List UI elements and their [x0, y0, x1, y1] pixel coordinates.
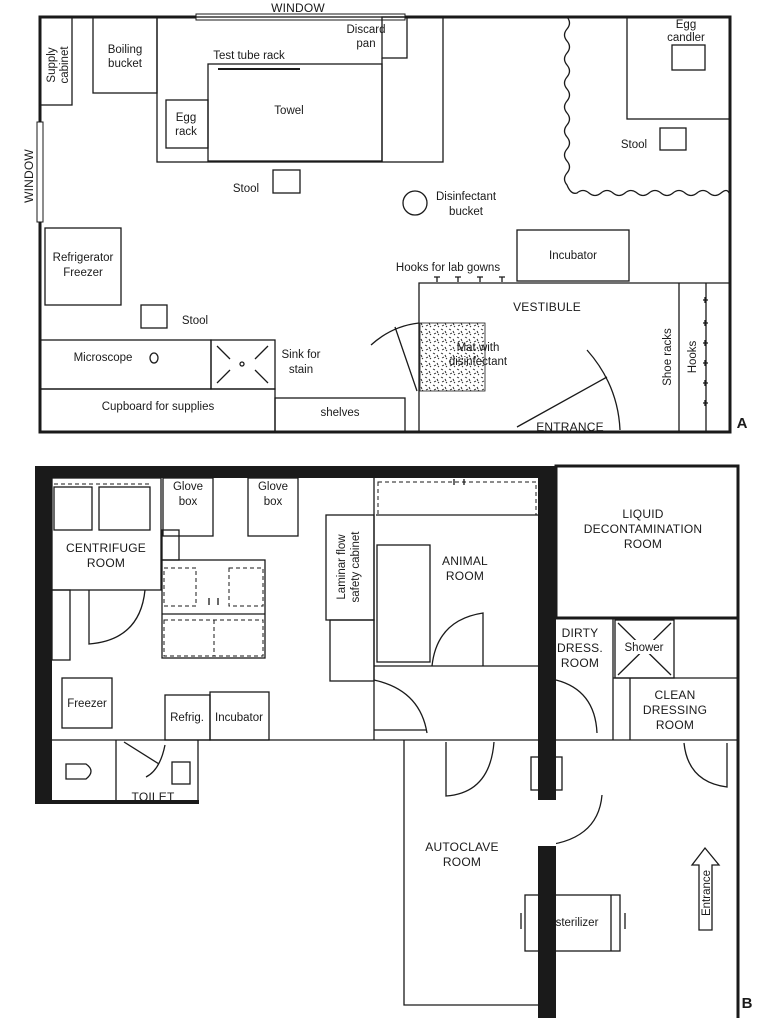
- sterilizer-label: sterilizer: [556, 917, 599, 929]
- vestibule-label: VESTIBULE: [513, 300, 581, 314]
- pass-through-hatch[interactable]: [530, 756, 563, 791]
- shelves-label: shelves: [321, 407, 360, 419]
- lab-bench-island: [161, 559, 266, 659]
- work-bench: [156, 16, 444, 163]
- refrigerator-freezer: [44, 227, 122, 306]
- window-left-label: WINDOW: [22, 149, 36, 203]
- wash-basin: [171, 761, 191, 785]
- sink: [210, 339, 276, 390]
- animal-room: [373, 478, 538, 740]
- glove-box: [247, 477, 299, 537]
- incubator: [209, 691, 270, 741]
- autoclave-room-door[interactable]: [445, 741, 495, 797]
- glove-box: [162, 477, 214, 537]
- centrifuge-room-door[interactable]: [88, 589, 146, 645]
- sterilizer: [520, 894, 626, 952]
- hooks-label: Hooks: [687, 340, 699, 373]
- centrifuge: [53, 486, 93, 531]
- stool-label: Stool: [182, 315, 208, 327]
- shower: [614, 619, 675, 679]
- stool: [659, 127, 687, 151]
- incubator-label: Incubator: [549, 250, 597, 262]
- incubator-label: Incubator: [215, 712, 263, 724]
- gown-hooks: [434, 276, 505, 282]
- vestibule-inner-door[interactable]: [370, 322, 420, 392]
- corridor-door[interactable]: [373, 679, 428, 734]
- test-tube-rack-label: Test tube rack: [213, 50, 285, 62]
- stool: [272, 169, 301, 194]
- clean-dressing-door[interactable]: [683, 742, 728, 788]
- stool-label: Stool: [621, 139, 647, 151]
- plan-a-label: A: [737, 415, 748, 432]
- curtain-wall: [563, 16, 730, 197]
- egg-candler-area: [626, 16, 731, 120]
- microscope: [149, 352, 159, 364]
- liquid-decontamination-room: [554, 464, 740, 620]
- stool: [140, 304, 168, 329]
- microscope-label: Microscope: [74, 352, 133, 364]
- stool-label: Stool: [233, 183, 259, 195]
- cabinet: [51, 589, 71, 661]
- freezer-label: Freezer: [67, 698, 107, 710]
- left-window: [36, 121, 44, 223]
- cupboard-label: Cupboard for supplies: [102, 401, 215, 413]
- central-wall: [538, 466, 556, 1018]
- shoe-racks-label: Shoe racks: [662, 328, 674, 386]
- disinfectant-bucket: [402, 190, 428, 216]
- left-wall: [35, 466, 52, 803]
- animal-cage-rack: [376, 544, 431, 663]
- shelves: [274, 397, 406, 433]
- disinfectant-mat: [419, 322, 486, 392]
- towel-label: Towel: [274, 105, 303, 117]
- toilet-label: TOILET: [132, 790, 175, 804]
- supply-cabinet-label: Supplycabinet: [46, 46, 71, 84]
- window-top-label: WINDOW: [271, 1, 325, 15]
- microscope-bench: [39, 339, 212, 390]
- shower-label: Shower: [625, 642, 664, 654]
- entrance-label: ENTRANCE: [536, 420, 604, 434]
- top-wall: [35, 466, 556, 478]
- discard-pan: [381, 16, 408, 59]
- egg-rack: [165, 99, 209, 149]
- egg-candler: [671, 44, 706, 71]
- wall-hooks: [703, 297, 708, 406]
- toilet-bowl: [65, 763, 92, 780]
- centrifuge-room: [51, 477, 162, 591]
- entrance-door[interactable]: [516, 349, 621, 431]
- plan-b-label: B: [742, 995, 753, 1012]
- animal-room-door[interactable]: [431, 612, 484, 667]
- centrifuge: [98, 486, 151, 531]
- toilet-door[interactable]: [123, 741, 166, 778]
- entrance-arrow-icon: [690, 846, 721, 931]
- hooks-lab-gowns-label: Hooks for lab gowns: [396, 262, 500, 274]
- entrance-label: Entrance: [701, 870, 713, 916]
- vestibule-wall: [418, 282, 730, 432]
- incubator: [516, 229, 630, 282]
- freezer: [61, 677, 113, 729]
- supply-cabinet: [39, 16, 73, 106]
- dirty-dress-door[interactable]: [555, 679, 598, 734]
- refrig-label: Refrig.: [170, 712, 204, 724]
